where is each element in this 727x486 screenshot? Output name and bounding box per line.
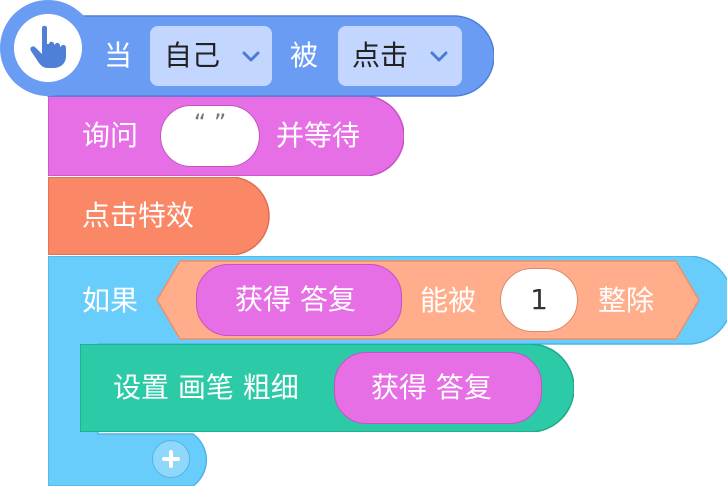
answer-reporter-label: 获得 答复 <box>235 283 356 316</box>
target-dropdown[interactable]: 自己 <box>150 26 272 86</box>
add-branch-button[interactable] <box>152 440 190 478</box>
answer-reporter[interactable]: 获得 答复 <box>196 264 402 336</box>
divisible-label: 能被 <box>420 284 477 317</box>
ask-label: 询问 <box>82 119 139 152</box>
pen-answer-reporter-label: 获得 答复 <box>371 371 492 404</box>
if-label: 如果 <box>82 284 139 317</box>
event-dropdown[interactable]: 点击 <box>338 26 462 86</box>
pen-label: 设置 画笔 粗细 <box>113 371 299 404</box>
pen-answer-reporter[interactable]: 获得 答复 <box>334 352 542 424</box>
target-dropdown-value: 自己 <box>164 39 221 72</box>
if-block[interactable]: 如果 获得 答复 能被 1 整除 <box>48 256 727 486</box>
chevron-down-icon <box>242 51 260 62</box>
hat-middle: 被 <box>290 39 319 72</box>
when-clicked-hat-block[interactable]: 当 自己 被 点击 <box>0 0 494 98</box>
set-pen-size-block[interactable]: 设置 画笔 粗细 获得 答复 <box>80 344 574 432</box>
divisor-input[interactable]: 1 <box>500 268 578 332</box>
divisible-suffix: 整除 <box>598 284 655 317</box>
plus-icon <box>161 449 180 468</box>
chevron-down-icon <box>430 51 448 62</box>
divisor-value: 1 <box>530 283 548 316</box>
ask-and-wait-block[interactable]: 询问 “ ” 并等待 <box>48 96 404 176</box>
hat-prefix: 当 <box>104 39 133 72</box>
effect-block-shape <box>48 177 270 255</box>
click-effect-block[interactable]: 点击特效 <box>48 177 270 255</box>
question-value: “ ” <box>193 108 227 137</box>
effect-label: 点击特效 <box>82 199 195 232</box>
event-dropdown-value: 点击 <box>352 39 409 72</box>
hand-pointer-icon <box>30 25 66 68</box>
ask-suffix: 并等待 <box>276 119 361 152</box>
divisible-condition[interactable]: 获得 答复 能被 1 整除 <box>156 260 700 340</box>
question-input[interactable]: “ ” <box>160 105 260 167</box>
